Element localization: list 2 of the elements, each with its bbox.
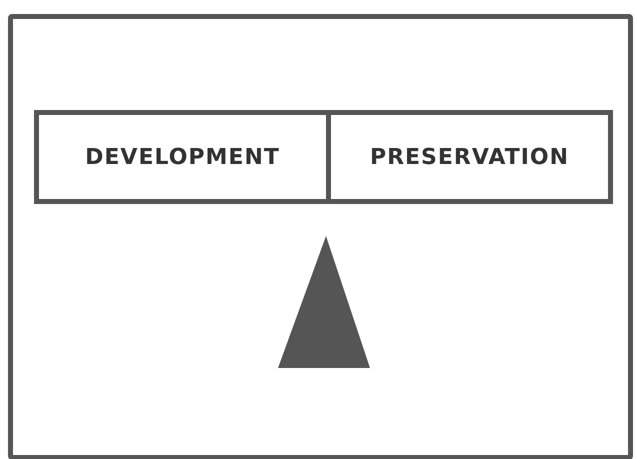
box-label: PRESERVATION <box>370 144 570 170</box>
box-label: DEVELOPMENT <box>85 144 280 170</box>
